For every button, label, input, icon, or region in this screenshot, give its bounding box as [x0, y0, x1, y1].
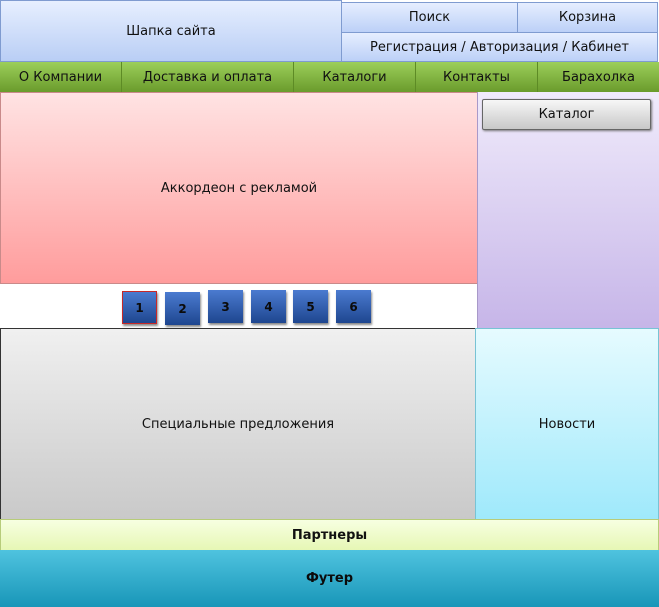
cart-label: Корзина — [558, 10, 617, 25]
page-button-6[interactable]: 6 — [336, 290, 371, 323]
nav-item-company[interactable]: О Компании — [0, 62, 122, 92]
main-nav: О Компании Доставка и оплата Каталоги Ко… — [0, 62, 659, 92]
page-button-label: 3 — [221, 299, 230, 314]
nav-item-delivery[interactable]: Доставка и оплата — [122, 62, 294, 92]
page-button-label: 6 — [349, 299, 358, 314]
ad-accordion-label: Аккордеон с рекламой — [160, 180, 318, 196]
nav-item-flea-market[interactable]: Барахолка — [538, 62, 659, 92]
nav-item-label: Доставка и оплата — [142, 69, 273, 85]
special-offers[interactable]: Специальные предложения — [0, 328, 476, 520]
catalog-button-label: Каталог — [538, 107, 595, 122]
page-button-2[interactable]: 2 — [165, 292, 200, 325]
page-button-label: 5 — [306, 299, 315, 314]
page-button-3[interactable]: 3 — [208, 290, 243, 323]
page-button-4[interactable]: 4 — [251, 290, 286, 323]
nav-item-label: Каталоги — [322, 69, 387, 85]
sidebar — [477, 92, 659, 329]
footer-label: Футер — [305, 571, 354, 586]
nav-item-label: О Компании — [18, 69, 103, 85]
site-footer: Футер — [0, 550, 659, 607]
search-link[interactable]: Поиск — [341, 2, 518, 33]
page-button-label: 2 — [178, 301, 187, 316]
page-button-1[interactable]: 1 — [122, 291, 157, 324]
partners-block[interactable]: Партнеры — [0, 519, 659, 551]
catalog-button[interactable]: Каталог — [482, 99, 651, 130]
nav-item-label: Контакты — [443, 69, 510, 85]
page-button-label: 4 — [264, 299, 273, 314]
site-header-label: Шапка сайта — [126, 23, 216, 39]
page-button-5[interactable]: 5 — [293, 290, 328, 323]
ad-accordion[interactable]: Аккордеон с рекламой — [0, 92, 478, 284]
nav-item-label: Барахолка — [562, 69, 635, 85]
nav-item-catalogs[interactable]: Каталоги — [294, 62, 416, 92]
page-button-label: 1 — [135, 300, 144, 315]
partners-label: Партнеры — [291, 527, 368, 543]
cart-link[interactable]: Корзина — [517, 2, 658, 33]
special-offers-label: Специальные предложения — [141, 416, 335, 432]
auth-link[interactable]: Регистрация / Авторизация / Кабинет — [341, 32, 658, 62]
news-block[interactable]: Новости — [475, 328, 659, 520]
site-header: Шапка сайта — [0, 0, 342, 62]
news-label: Новости — [538, 416, 596, 432]
slider-pager: 1 2 3 4 5 6 — [0, 284, 477, 328]
search-label: Поиск — [408, 10, 451, 25]
auth-label: Регистрация / Авторизация / Кабинет — [370, 39, 629, 55]
nav-item-contacts[interactable]: Контакты — [416, 62, 538, 92]
